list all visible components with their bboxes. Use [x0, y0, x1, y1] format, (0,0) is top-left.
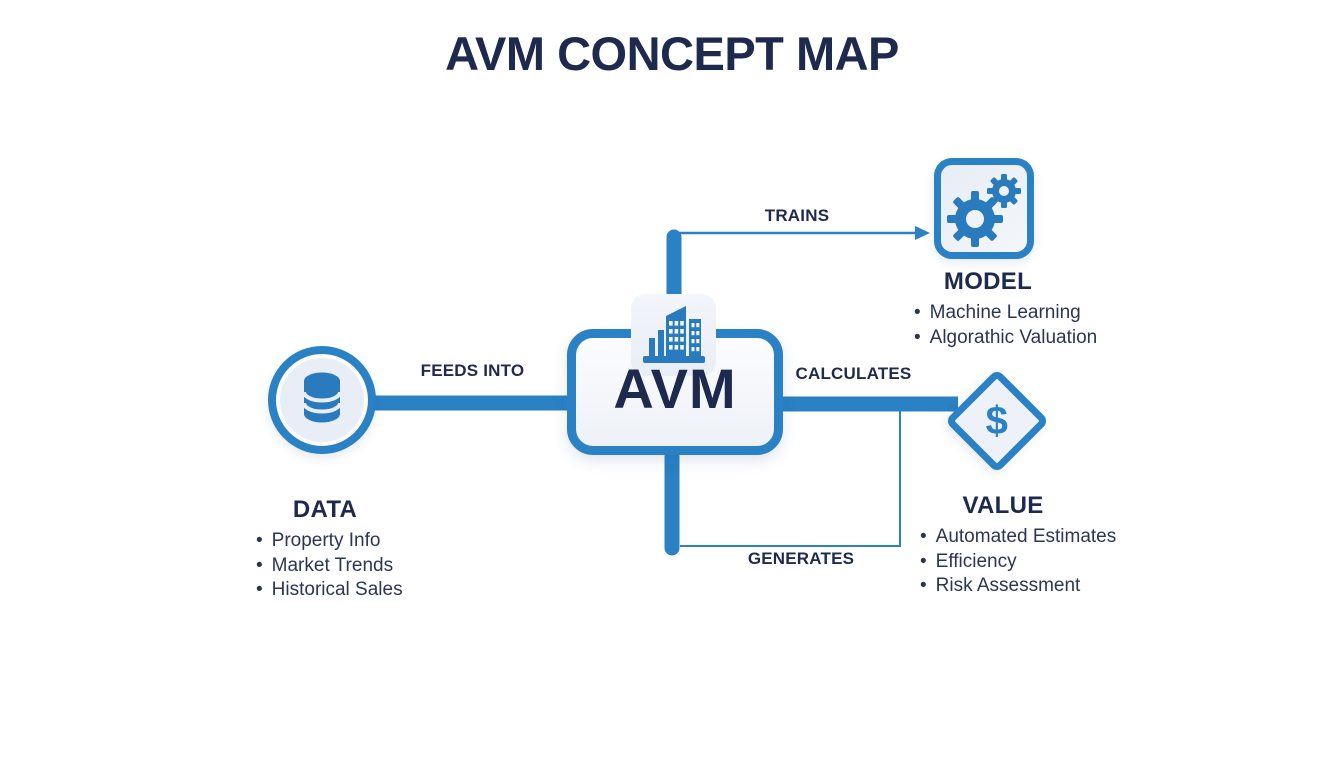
edge-label-calculates: CALCULATES — [795, 364, 912, 383]
data-item-list: Property Info Market Trends Historical S… — [230, 529, 420, 603]
dollar-icon: $ — [985, 398, 1009, 443]
value-text-block: VALUE Automated Estimates Efficiency Ris… — [898, 492, 1117, 599]
database-icon — [294, 368, 350, 433]
edge-label-trains: TRAINS — [764, 206, 830, 225]
list-item: Machine Learning — [914, 301, 1088, 326]
edge-label-feeds-into: FEEDS INTO — [420, 361, 525, 380]
data-text-block: DATA Property Info Market Trends Histori… — [230, 496, 420, 603]
value-item-list: Automated Estimates Efficiency Risk Asse… — [898, 525, 1117, 599]
edge-label-generates: GENERATES — [747, 549, 855, 568]
avm-label: AVM — [613, 357, 737, 420]
list-item: Risk Assessment — [920, 574, 1108, 599]
model-item-list: Machine Learning Algorathic Valuation — [888, 301, 1098, 351]
value-heading: VALUE — [962, 492, 1044, 519]
node-data-inner — [280, 358, 364, 442]
edge-trains-arrowhead — [915, 226, 930, 240]
list-item: Efficiency — [920, 550, 1108, 575]
list-item: Property Info — [256, 529, 420, 554]
list-item: Historical Sales — [256, 578, 420, 603]
node-value: $ — [944, 368, 1050, 474]
data-heading: DATA — [292, 496, 358, 523]
model-heading: MODEL — [943, 268, 1033, 295]
list-item: Automated Estimates — [920, 525, 1117, 550]
list-item: Algorathic Valuation — [914, 326, 1098, 351]
node-data — [268, 346, 376, 454]
model-text-block: MODEL Machine Learning Algorathic Valuat… — [888, 268, 1098, 351]
list-item: Market Trends — [256, 554, 420, 579]
page-title: AVM CONCEPT MAP — [445, 27, 899, 80]
node-model — [934, 158, 1034, 259]
